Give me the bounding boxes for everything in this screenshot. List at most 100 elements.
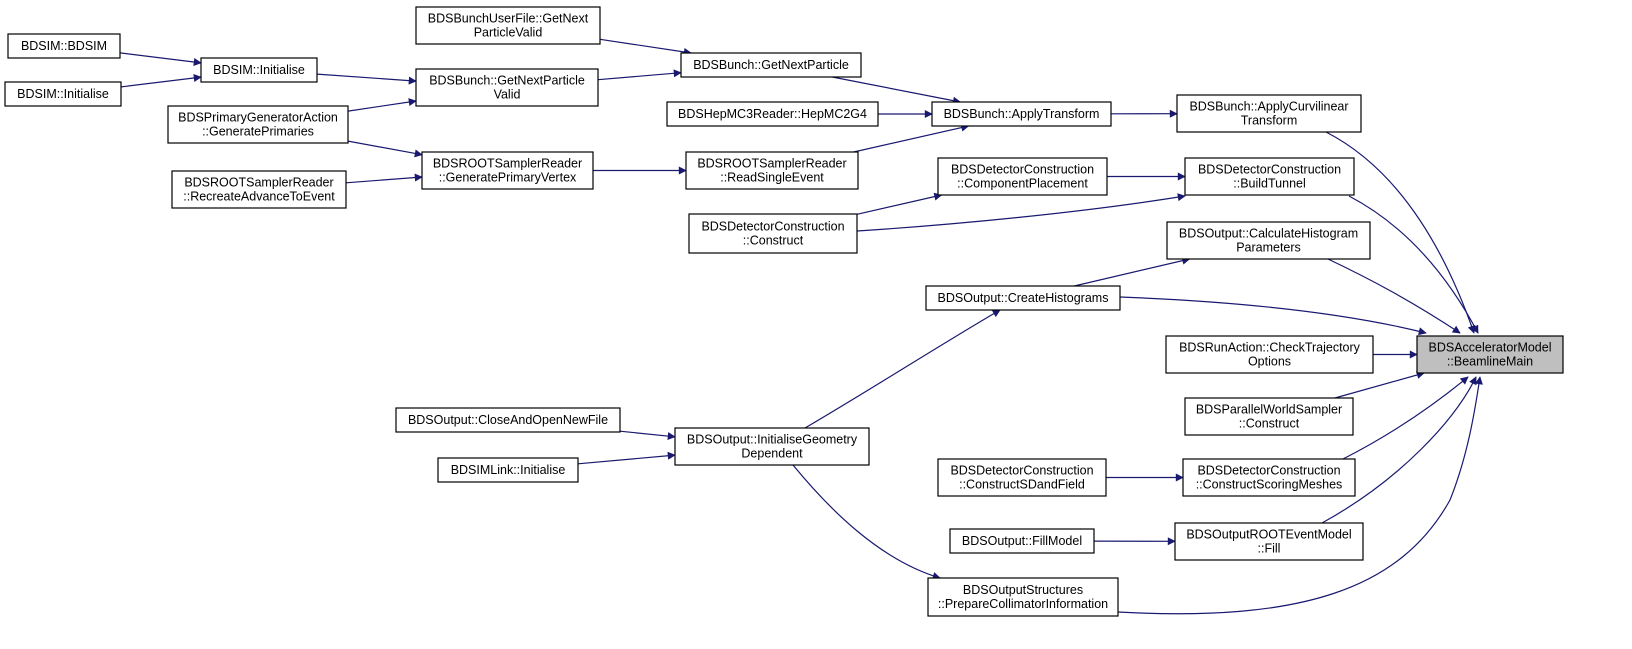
edge-buildtunnel-to-beamlinemain bbox=[1348, 195, 1479, 334]
node-label-line: BDSAcceleratorModel bbox=[1429, 341, 1552, 355]
node-bdsim-bdsim[interactable]: BDSIM::BDSIM bbox=[7, 33, 121, 59]
node-box bbox=[1182, 458, 1356, 497]
node-label-line: ::PrepareCollimatorInformation bbox=[938, 597, 1108, 611]
node-bunch-next[interactable]: BDSBunch::GetNextParticle bbox=[680, 52, 862, 78]
node-label-line: BDSIM::Initialise bbox=[17, 87, 109, 101]
node-pwsampler[interactable]: BDSParallelWorldSampler::Construct bbox=[1184, 397, 1354, 436]
node-box bbox=[949, 528, 1095, 554]
edge-createhist-to-calchist bbox=[1074, 256, 1191, 287]
node-box bbox=[1166, 221, 1371, 260]
node-label-line: ::RecreateAdvanceToEvent bbox=[183, 190, 335, 204]
node-sdfield[interactable]: BDSDetectorConstruction::ConstructSDandF… bbox=[937, 458, 1107, 497]
node-box bbox=[666, 101, 879, 127]
node-label-line: BDSOutputStructures bbox=[963, 583, 1083, 597]
node-box bbox=[1184, 397, 1354, 436]
edge-primgen-to-bunch_nextvalid bbox=[347, 98, 417, 112]
edge-pwsampler-to-beamlinemain bbox=[1334, 371, 1425, 399]
node-label-line: BDSBunch::GetNextParticle bbox=[429, 74, 585, 88]
edge-primgen-to-genvertex bbox=[347, 140, 423, 158]
node-label-line: ParticleValid bbox=[474, 26, 543, 40]
node-primgen[interactable]: BDSPrimaryGeneratorAction::GeneratePrima… bbox=[167, 105, 349, 144]
node-hepmc[interactable]: BDSHepMC3Reader::HepMC2G4 bbox=[666, 101, 879, 127]
node-buildtunnel[interactable]: BDSDetectorConstruction::BuildTunnel bbox=[1184, 157, 1355, 196]
node-label-line: ::ConstructScoringMeshes bbox=[1196, 478, 1343, 492]
node-box bbox=[1174, 522, 1364, 561]
node-label-line: Dependent bbox=[741, 447, 803, 461]
node-label-line: BDSROOTSamplerReader bbox=[433, 157, 582, 171]
node-label-line: BDSHepMC3Reader::HepMC2G4 bbox=[678, 107, 867, 121]
edge-userfile_next-to-bunch_next bbox=[599, 38, 692, 56]
node-detconstruct[interactable]: BDSDetectorConstruction::Construct bbox=[688, 213, 858, 254]
node-label-line: BDSBunch::ApplyTransform bbox=[944, 107, 1100, 121]
node-label-line: ::Fill bbox=[1258, 542, 1281, 556]
edge-bdsim_init_b-to-bdsim_init_a bbox=[120, 74, 202, 88]
node-scoringmesh[interactable]: BDSDetectorConstruction::ConstructScorin… bbox=[1182, 458, 1356, 497]
edge-calchist-to-beamlinemain bbox=[1327, 258, 1461, 334]
node-box bbox=[421, 151, 594, 190]
node-box bbox=[674, 427, 870, 466]
node-label-line: BDSRunAction::CheckTrajectory bbox=[1179, 341, 1361, 355]
node-recreate[interactable]: BDSROOTSamplerReader::RecreateAdvanceToE… bbox=[171, 170, 347, 209]
node-bdsim-init-b[interactable]: BDSIM::Initialise bbox=[4, 81, 122, 107]
node-rootfill[interactable]: BDSOutputROOTEventModel::Fill bbox=[1174, 522, 1364, 561]
edge-initgeom-to-prepcoll bbox=[792, 464, 941, 580]
node-label-line: BDSOutputROOTEventModel bbox=[1186, 528, 1351, 542]
node-fillmodel[interactable]: BDSOutput::FillModel bbox=[949, 528, 1095, 554]
node-box bbox=[680, 52, 862, 78]
node-label-line: ::BeamlineMain bbox=[1447, 355, 1533, 369]
node-prepcoll[interactable]: BDSOutputStructures::PrepareCollimatorIn… bbox=[927, 577, 1119, 617]
node-label-line: BDSDetectorConstruction bbox=[950, 464, 1093, 478]
node-label-line: BDSPrimaryGeneratorAction bbox=[178, 111, 338, 125]
node-linkinit[interactable]: BDSIMLink::Initialise bbox=[437, 457, 579, 483]
node-label-line: BDSIM::BDSIM bbox=[21, 39, 107, 53]
node-box bbox=[927, 577, 1119, 617]
edge-rootfill-to-beamlinemain bbox=[1321, 376, 1477, 524]
node-box bbox=[415, 6, 601, 45]
node-label-line: ::ComponentPlacement bbox=[957, 177, 1088, 191]
node-label-line: Transform bbox=[1241, 114, 1298, 128]
edge-detconstruct-to-buildtunnel bbox=[856, 193, 1186, 232]
node-box bbox=[4, 81, 122, 107]
node-label-line: ::GeneratePrimaries bbox=[202, 125, 314, 139]
node-label-line: Options bbox=[1248, 355, 1291, 369]
node-label-line: BDSOutput::CalculateHistogram bbox=[1179, 227, 1358, 241]
edge-scoringmesh-to-beamlinemain bbox=[1342, 376, 1469, 460]
node-box bbox=[937, 157, 1108, 196]
edge-detconstruct-to-compplacement bbox=[856, 192, 943, 215]
node-label-line: BDSROOTSamplerReader bbox=[697, 157, 846, 171]
node-createhist[interactable]: BDSOutput::CreateHistograms bbox=[925, 285, 1121, 311]
node-label-line: BDSOutput::CreateHistograms bbox=[938, 291, 1109, 305]
node-label-line: BDSROOTSamplerReader bbox=[184, 176, 333, 190]
node-label-line: ::ReadSingleEvent bbox=[720, 171, 824, 185]
node-box bbox=[1184, 157, 1355, 196]
node-label-line: Valid bbox=[494, 88, 521, 102]
node-compplacement[interactable]: BDSDetectorConstruction::ComponentPlacem… bbox=[937, 157, 1108, 196]
edge-applycurv-to-beamlinemain bbox=[1325, 131, 1476, 334]
node-closeopen[interactable]: BDSOutput::CloseAndOpenNewFile bbox=[395, 407, 621, 433]
node-box bbox=[395, 407, 621, 433]
node-label-line: BDSIMLink::Initialise bbox=[451, 463, 566, 477]
node-box bbox=[931, 101, 1112, 127]
node-bdsim-init-a[interactable]: BDSIM::Initialise bbox=[200, 57, 318, 83]
node-label-line: BDSDetectorConstruction bbox=[1197, 464, 1340, 478]
node-label-line: ::Construct bbox=[1239, 417, 1300, 431]
node-box bbox=[937, 458, 1107, 497]
edge-createhist-to-beamlinemain bbox=[1119, 296, 1427, 336]
node-layer: BDSAcceleratorModel::BeamlineMain BDSIM::… bbox=[4, 6, 1564, 617]
node-box bbox=[1416, 335, 1564, 374]
node-readsingle[interactable]: BDSROOTSamplerReader::ReadSingleEvent bbox=[685, 151, 859, 190]
edge-initgeom-to-createhist bbox=[804, 309, 1001, 429]
node-genvertex[interactable]: BDSROOTSamplerReader::GeneratePrimaryVer… bbox=[421, 151, 594, 190]
node-box bbox=[200, 57, 318, 83]
node-beamlinemain[interactable]: BDSAcceleratorModel::BeamlineMain bbox=[1416, 335, 1564, 374]
node-label-line: BDSIM::Initialise bbox=[213, 63, 305, 77]
node-applytransform[interactable]: BDSBunch::ApplyTransform bbox=[931, 101, 1112, 127]
node-box bbox=[688, 213, 858, 254]
